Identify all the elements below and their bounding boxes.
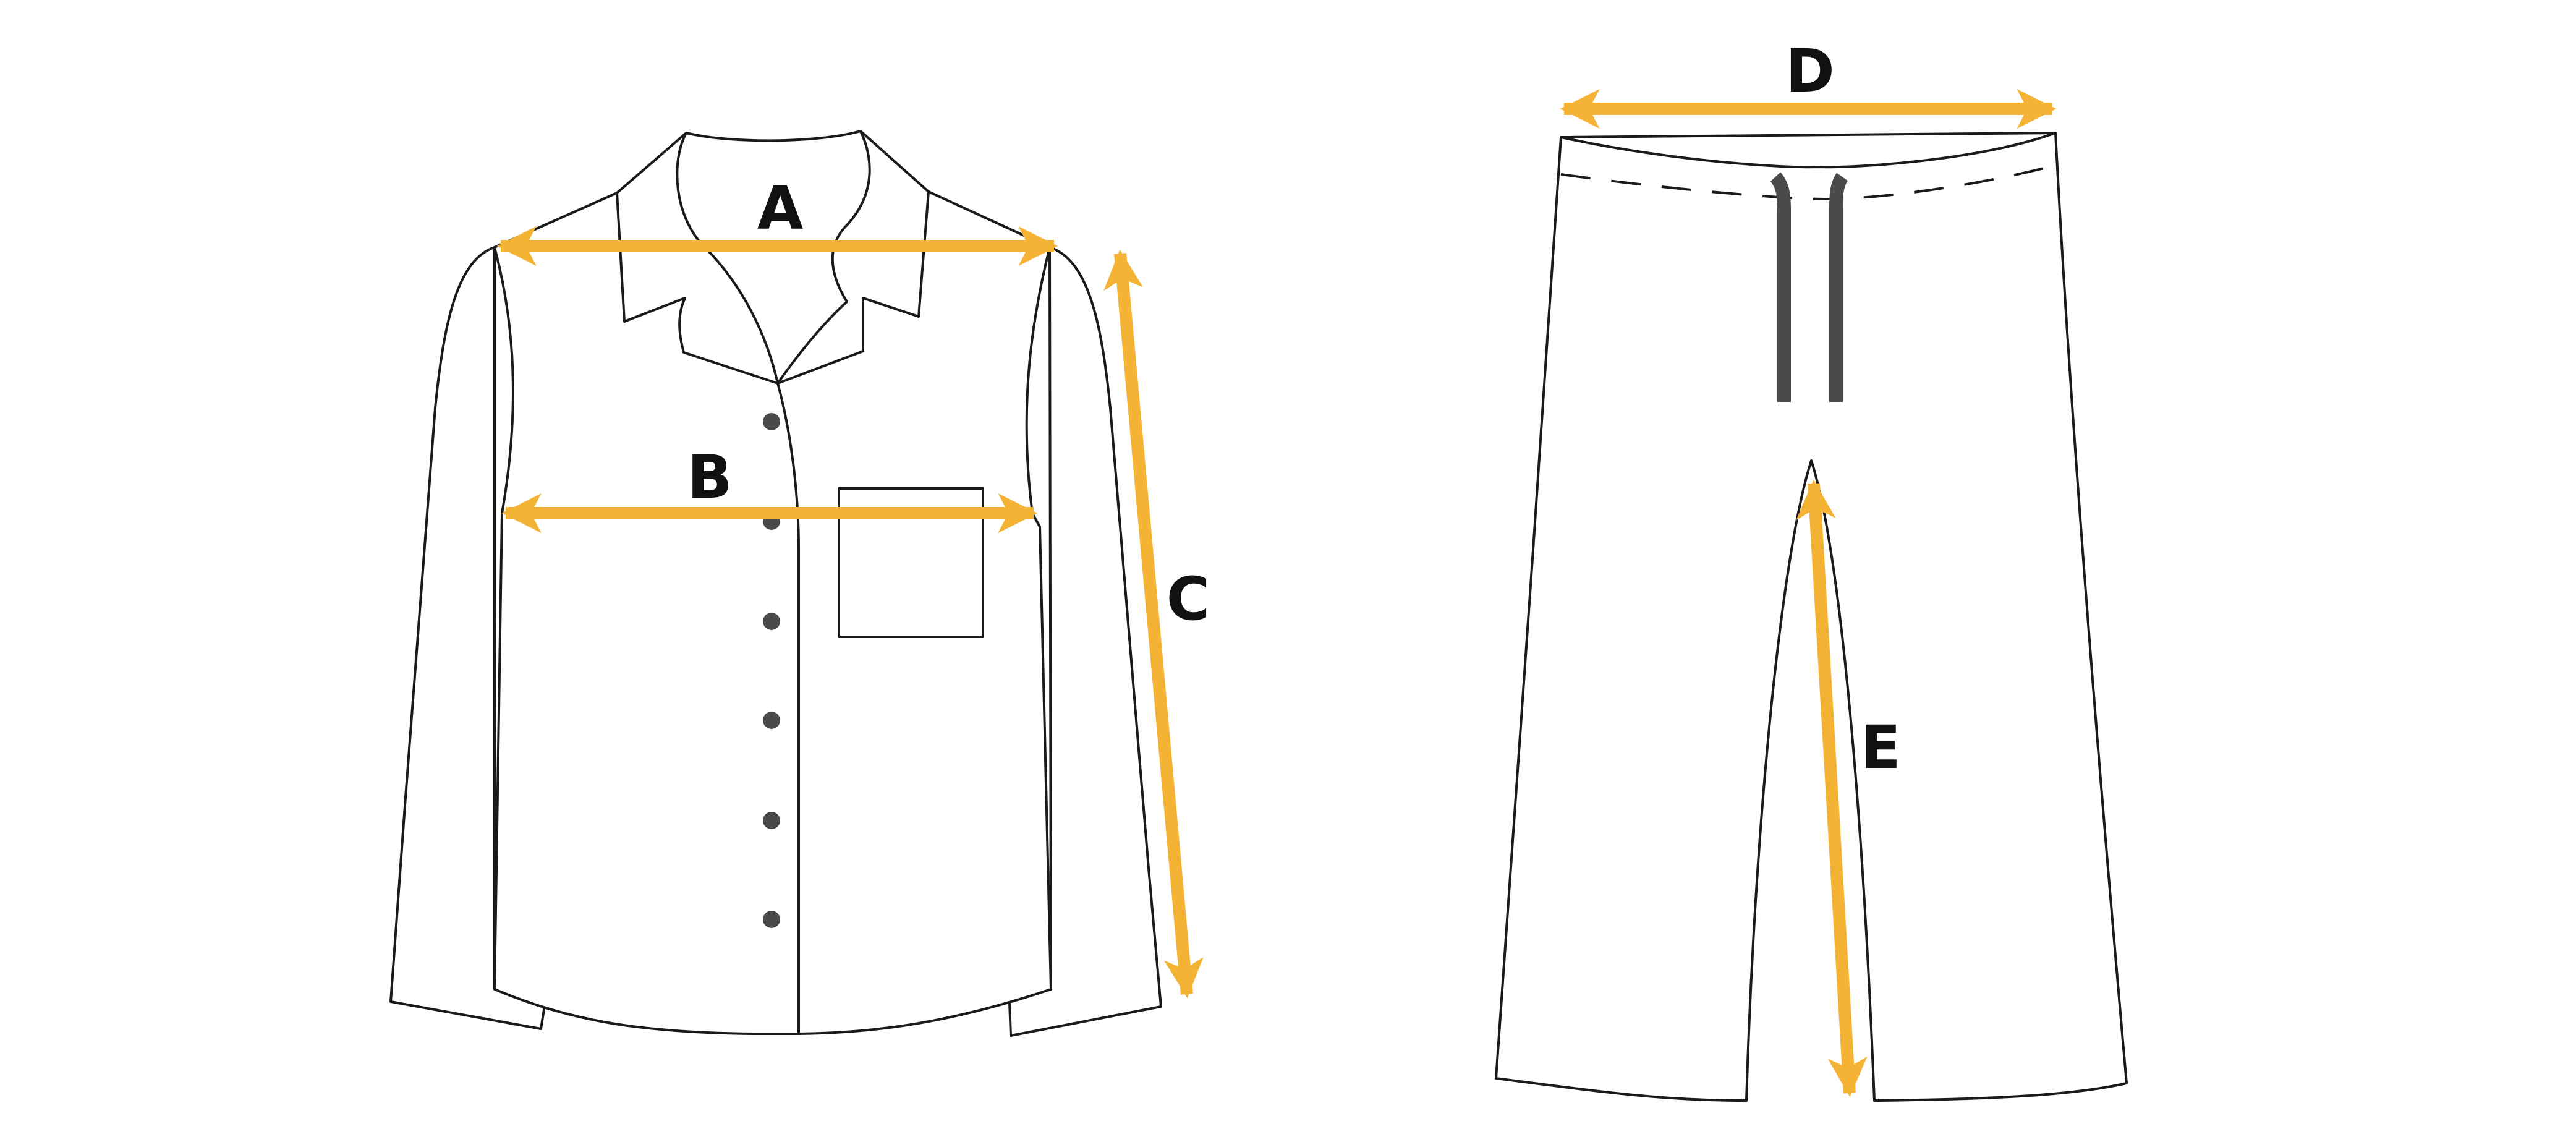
pants-drawstring-right [1829,173,1848,402]
measurement-arrows [496,88,2057,1097]
pants-waist-stitch [1560,164,2054,201]
label-b: B [687,443,732,512]
pants-waistband [1560,132,2057,169]
pants-outline [1495,132,2128,1102]
shirt-button [763,712,780,729]
shirt-collar-right [776,130,930,385]
shirt-button [763,812,780,829]
shirt-button [763,613,780,630]
pants-drawstring-left [1770,172,1791,402]
shirt-button [763,911,780,928]
measure-arrow-e [1796,479,1868,1097]
label-c: C [1167,565,1210,634]
label-d: D [1785,36,1835,106]
shirt-collar-left [616,132,779,385]
pants-drawing [1495,132,2128,1102]
shirt-left-sleeve [389,246,546,1030]
label-a: A [757,174,803,243]
measurement-labels: A B C D E [687,36,1900,782]
shirt-body [493,130,1052,1035]
shirt-drawing [389,130,1162,1037]
shirt-button [763,413,780,430]
label-e: E [1860,713,1901,782]
measure-arrow-c [1103,249,1204,999]
